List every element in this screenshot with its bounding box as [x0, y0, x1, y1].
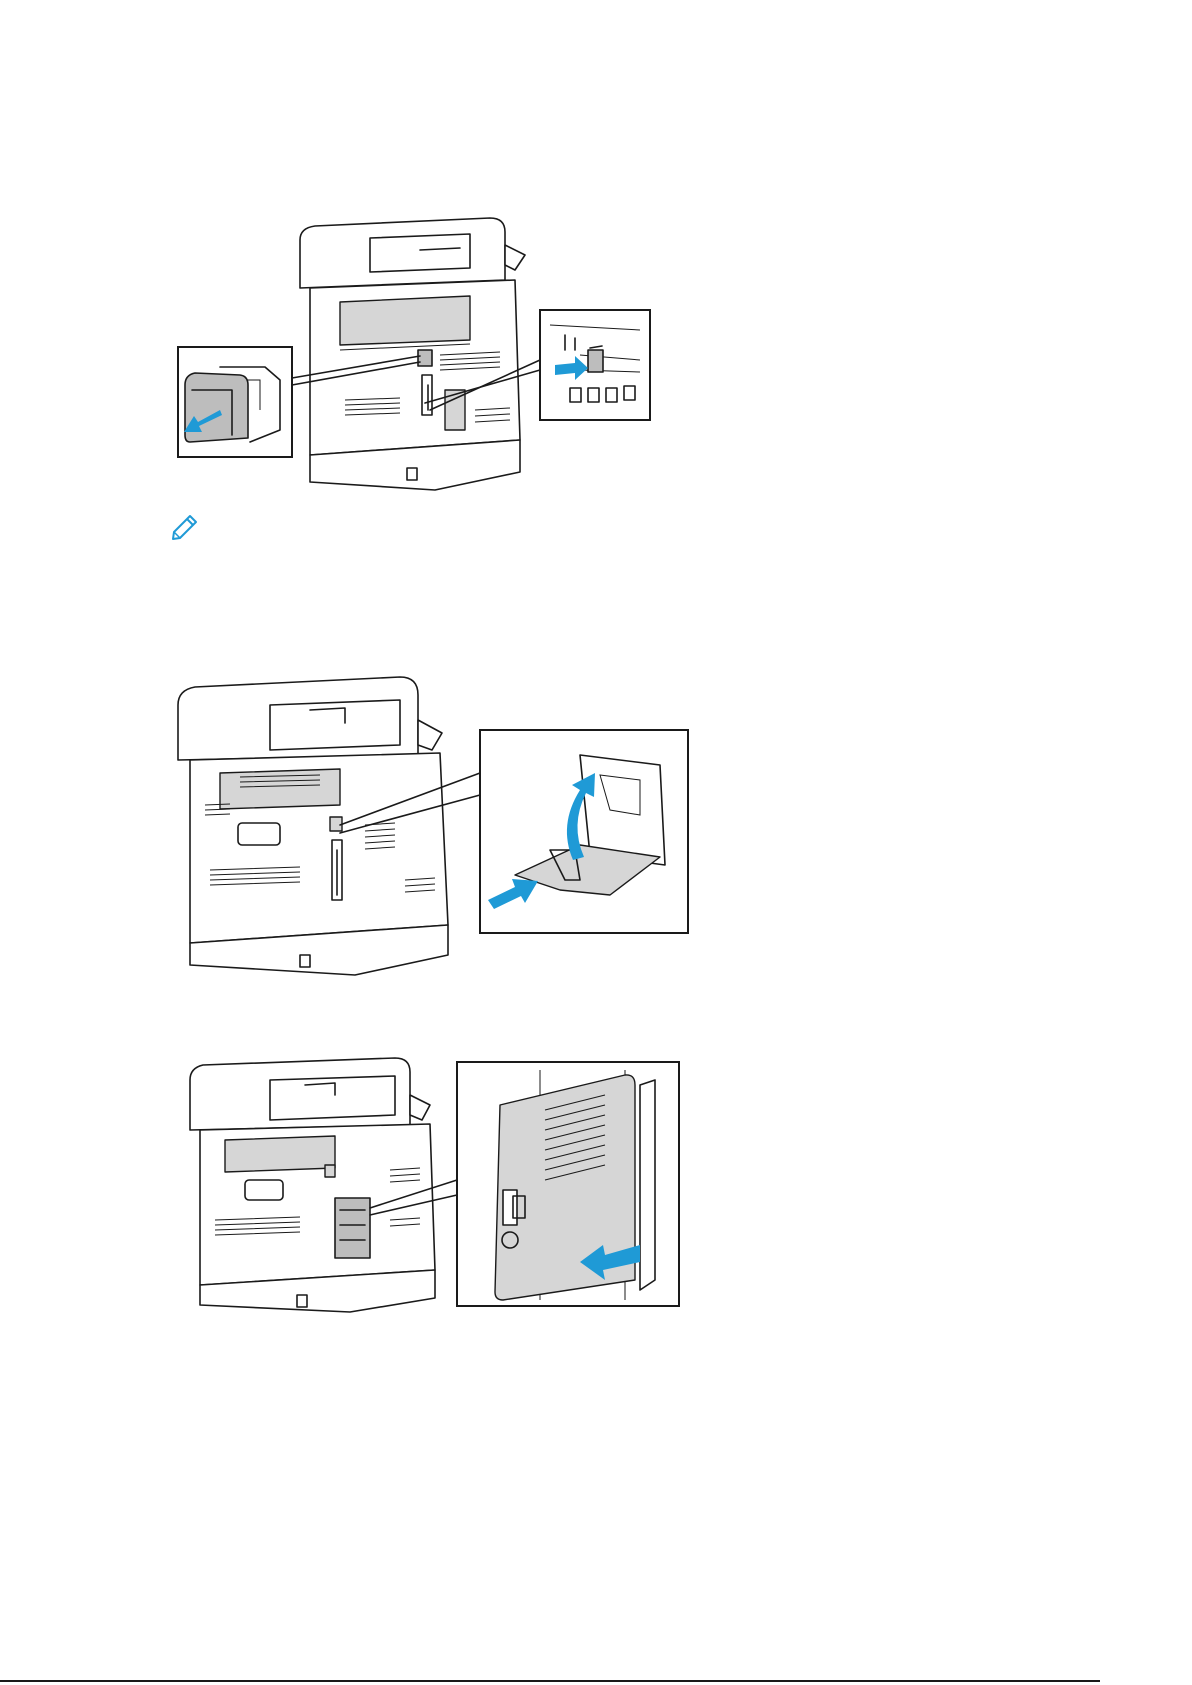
printer-illustration — [300, 218, 525, 490]
pencil-icon — [170, 512, 200, 542]
footer-rule — [0, 1680, 1100, 1682]
printer-illustration — [190, 1058, 435, 1312]
printer-illustration — [178, 677, 448, 975]
figure-3-slide-side-cover — [185, 1050, 690, 1320]
figure-2-open-port-cover — [170, 665, 700, 985]
figure-1-printer-rear-cover-removal — [170, 210, 670, 500]
